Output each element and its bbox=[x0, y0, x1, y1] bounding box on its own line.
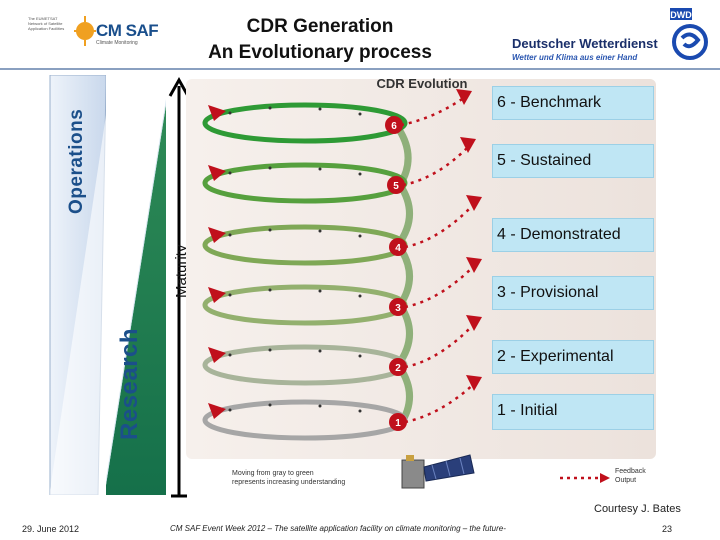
loop-number-badge bbox=[385, 116, 403, 134]
loop-number: 5 bbox=[393, 181, 399, 192]
loop-4: 4 bbox=[202, 224, 408, 266]
gray-green-note-line2: represents increasing understanding bbox=[232, 479, 345, 486]
loop-number: 6 bbox=[391, 121, 397, 132]
header-divider bbox=[0, 68, 720, 70]
loop-3: 3 bbox=[202, 284, 408, 326]
maturity-arrow bbox=[168, 76, 190, 498]
cmsaf-tagline: Climate Monitoring bbox=[96, 40, 138, 46]
operations-label: Operations bbox=[66, 108, 87, 214]
feedback-legend-line2: Output bbox=[615, 477, 636, 484]
research-bar bbox=[106, 99, 166, 495]
loop-number-badge bbox=[389, 413, 407, 431]
courtesy-credit: Courtesy J. Bates bbox=[594, 503, 681, 515]
dwd-name: Deutscher Wetterdienst bbox=[512, 36, 658, 51]
research-label: Research bbox=[116, 327, 143, 440]
loop-2: 2 bbox=[202, 344, 408, 386]
output-arrows bbox=[208, 105, 226, 419]
feedback-legend-line1: Feedback bbox=[615, 468, 646, 475]
slide-title-line1: CDR Generation bbox=[246, 16, 394, 37]
level-sustained-box: 5 - Sustained bbox=[492, 144, 654, 178]
feedback-arrowheads bbox=[456, 89, 482, 391]
loop-number: 3 bbox=[395, 303, 401, 314]
loop-6: 6 bbox=[202, 102, 408, 144]
gray-green-note-line1: Moving from gray to green bbox=[232, 470, 314, 477]
dwd-slogan: Wetter und Klima aus einer Hand bbox=[512, 53, 638, 62]
loop-number-badge bbox=[389, 238, 407, 256]
level-experimental-box: 2 - Experimental bbox=[492, 340, 654, 374]
loop-number-badge bbox=[389, 298, 407, 316]
loop-1: 1 bbox=[202, 399, 408, 441]
page-number: 23 bbox=[662, 524, 673, 534]
loop-number: 1 bbox=[395, 418, 401, 429]
feedback-legend: Feedback Output bbox=[560, 468, 646, 484]
footer-date: 29. June 2012 bbox=[22, 524, 80, 534]
cmsaf-sun-icon bbox=[74, 16, 96, 46]
dwd-badge-text: DWD bbox=[670, 10, 692, 20]
level-initial-box: 1 - Initial bbox=[492, 394, 654, 430]
footer-event-text: CM SAF Event Week 2012 – The satellite a… bbox=[170, 524, 506, 533]
diagram-title: CDR Evolution bbox=[377, 76, 468, 91]
loop-number-badge bbox=[387, 176, 405, 194]
loop-5: 5 bbox=[202, 162, 408, 204]
level-benchmark-box: 6 - Benchmark bbox=[492, 86, 654, 120]
loop-number: 4 bbox=[395, 243, 401, 254]
level-provisional-box: 3 - Provisional bbox=[492, 276, 654, 310]
dwd-emblem-icon: DWD bbox=[670, 8, 708, 60]
slide-title-line2: An Evolutionary process bbox=[208, 42, 432, 63]
level-demonstrated-box: 4 - Demonstrated bbox=[492, 218, 654, 252]
satellite-icon bbox=[401, 454, 475, 489]
loop-number: 2 bbox=[395, 363, 401, 374]
loop-dots bbox=[228, 106, 362, 413]
operations-research-bars bbox=[49, 75, 106, 495]
cmsaf-logo: CM SAF bbox=[96, 21, 159, 40]
eumetsat-partner-text: The EUMETSAT Network of Satellite Applic… bbox=[28, 16, 65, 31]
loop-number-badge bbox=[389, 358, 407, 376]
feedback-lines bbox=[400, 95, 476, 424]
